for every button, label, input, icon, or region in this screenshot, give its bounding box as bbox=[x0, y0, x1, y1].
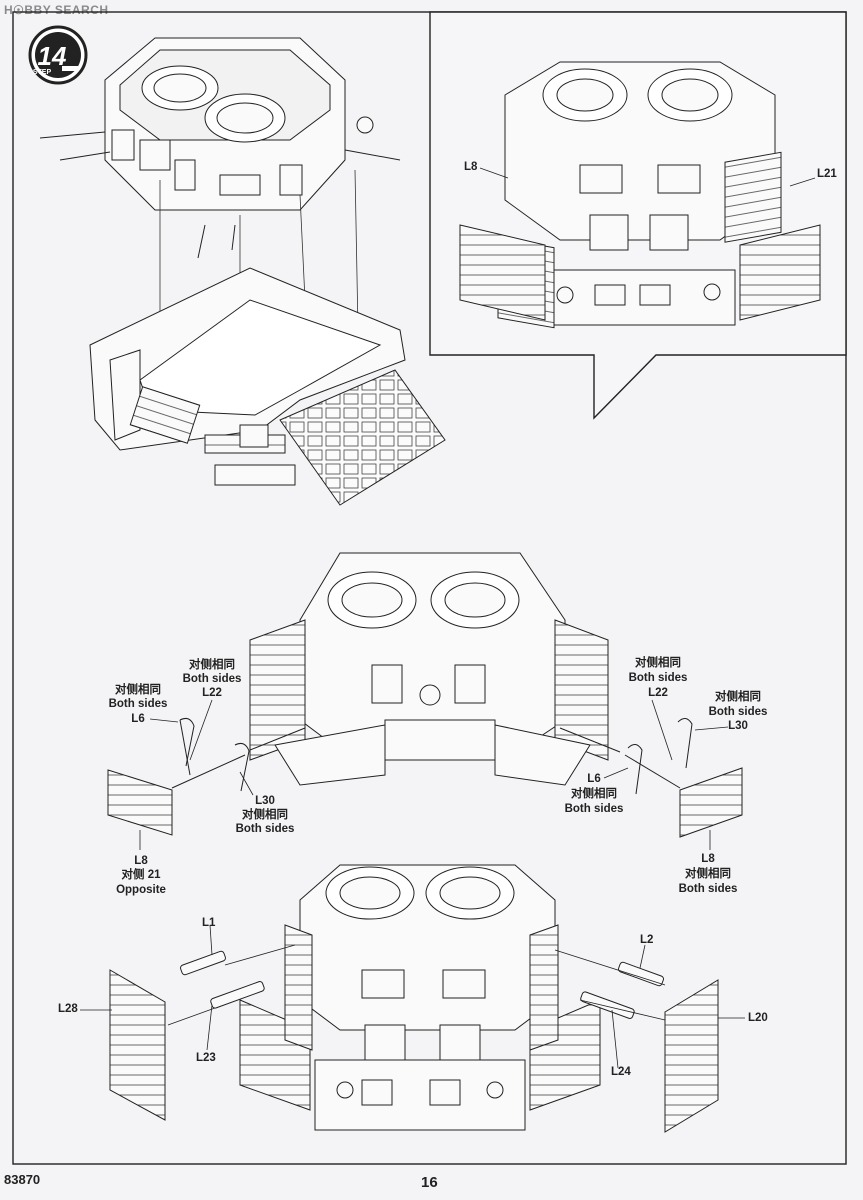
hull-top-left bbox=[89, 267, 446, 506]
leader-l8-top bbox=[479, 167, 509, 179]
label-mid-left-l30-cn: 对侧相同 bbox=[242, 809, 288, 821]
hobby-search-watermark: H☉BBY SEARCH bbox=[4, 3, 109, 17]
label-l23: L23 bbox=[196, 1052, 216, 1064]
page-number: 16 bbox=[421, 1174, 438, 1191]
bottom-leaders bbox=[80, 924, 745, 1069]
label-mid-left-l30: L30 bbox=[255, 795, 275, 807]
turret-top-left bbox=[39, 37, 401, 259]
label-mid-left-l22-en: Both sides bbox=[182, 673, 242, 685]
middle-turret bbox=[249, 552, 609, 786]
label-mid-right-l22-cn: 对侧相同 bbox=[635, 657, 681, 669]
step-badge: 14 STEP bbox=[28, 25, 88, 85]
label-l20: L20 bbox=[748, 1012, 768, 1024]
label-mid-right-l22-en: Both sides bbox=[628, 672, 688, 684]
detail-turret bbox=[459, 61, 821, 329]
bottom-left-panel bbox=[109, 969, 166, 1121]
label-l24: L24 bbox=[611, 1066, 631, 1078]
label-mid-left-l6-cn: 对侧相同 bbox=[115, 684, 161, 696]
label-mid-right-l6-en: Both sides bbox=[564, 803, 624, 815]
label-l21: L21 bbox=[817, 168, 837, 180]
label-mid-left-l8-en: Opposite bbox=[116, 884, 166, 896]
label-mid-left-l30-en: Both sides bbox=[235, 823, 295, 835]
middle-leaders bbox=[139, 699, 729, 850]
label-l2: L2 bbox=[640, 934, 654, 946]
label-mid-left-l22: L22 bbox=[202, 687, 222, 699]
label-mid-left-l8: L8 bbox=[134, 855, 148, 867]
label-mid-right-l30: L30 bbox=[728, 720, 748, 732]
label-mid-right-l22: L22 bbox=[648, 687, 668, 699]
label-mid-left-l22-cn: 对侧相同 bbox=[189, 659, 235, 671]
label-mid-left-l8-cn: 对侧 21 bbox=[121, 869, 161, 881]
left-bracket-assembly bbox=[107, 718, 306, 836]
bottom-turret bbox=[239, 864, 601, 1131]
bottom-right-panel bbox=[664, 979, 719, 1133]
label-mid-left-l6: L6 bbox=[131, 713, 145, 725]
label-mid-right-l6: L6 bbox=[587, 773, 601, 785]
label-l1: L1 bbox=[202, 917, 216, 929]
bottom-tubes bbox=[180, 950, 664, 1019]
label-mid-right-l30-cn: 对侧相同 bbox=[715, 691, 761, 703]
label-mid-right-l8: L8 bbox=[701, 853, 715, 865]
label-l28: L28 bbox=[58, 1003, 78, 1015]
label-mid-right-l8-en: Both sides bbox=[678, 883, 738, 895]
leader-l21 bbox=[789, 177, 816, 187]
product-code: 83870 bbox=[4, 1172, 41, 1187]
label-mid-right-l30-en: Both sides bbox=[708, 706, 768, 718]
right-bracket-assembly bbox=[559, 718, 743, 838]
label-mid-right-l8-cn: 对侧相同 bbox=[685, 868, 731, 880]
label-mid-left-l6-en: Both sides bbox=[108, 698, 168, 710]
step-word: STEP bbox=[33, 69, 52, 76]
label-mid-right-l6-cn: 对侧相同 bbox=[571, 788, 617, 800]
label-l8-top: L8 bbox=[464, 161, 478, 173]
